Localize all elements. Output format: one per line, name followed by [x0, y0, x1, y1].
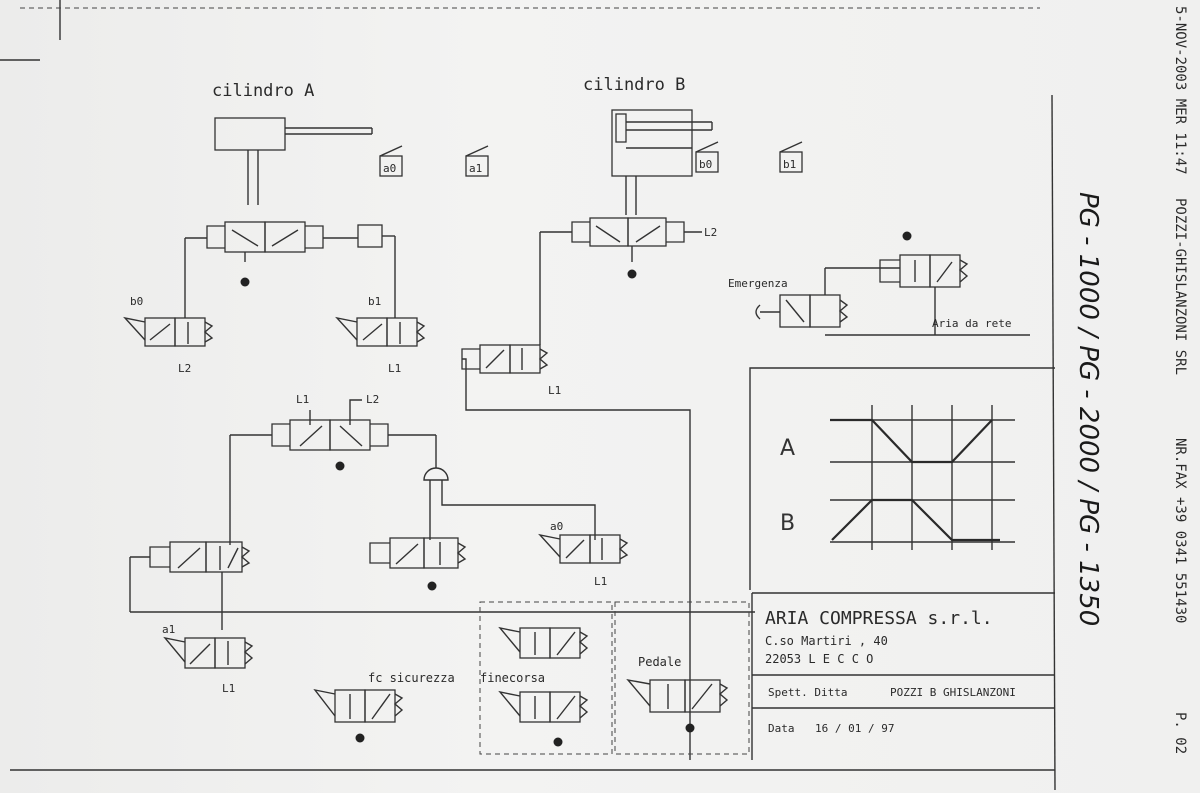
svg-text:L2: L2 [704, 226, 717, 239]
main-valve-b: L2 [539, 217, 717, 345]
svg-text:a0: a0 [550, 520, 563, 533]
client-name: POZZI B GHISLANZONI [890, 686, 1016, 699]
svg-text:Emergenza: Emergenza [728, 277, 788, 290]
fax-page-number: P. 02 [1172, 712, 1188, 754]
svg-text:a1: a1 [469, 162, 482, 175]
valve-b1: b1 L1 [335, 295, 426, 375]
svg-text:Pedale: Pedale [638, 655, 681, 669]
limit-switch-a0: a0 [379, 145, 403, 177]
svg-text:L1: L1 [222, 682, 235, 695]
timing-trace-a [830, 418, 993, 464]
svg-text:finecorsa: finecorsa [480, 671, 545, 685]
fax-date-time: 5-NOV-2003 MER 11:47 [1172, 6, 1188, 175]
memory-valve: L1 L2 [229, 393, 596, 545]
svg-text:L1: L1 [296, 393, 309, 406]
valve-a1: a1 L1 [162, 623, 254, 695]
drawing-border [0, 0, 1056, 791]
company-city: 22053 L E C C O [765, 652, 873, 666]
svg-text:L2: L2 [178, 362, 191, 375]
valve-l1-middle [369, 537, 467, 591]
emergency-circuit: Emergenza Aria da rete [728, 231, 1030, 336]
timing-diagram: A B [749, 367, 1055, 590]
svg-text:fc sicurezza: fc sicurezza [368, 671, 455, 685]
svg-text:b1: b1 [368, 295, 381, 308]
limit-switch-b1: b1 [779, 141, 803, 173]
title-block: ARIA COMPRESSA s.r.l. C.so Martiri , 40 … [751, 592, 1055, 760]
cylinder-a-title: cilindro A [212, 81, 314, 101]
main-valve-a [184, 221, 396, 318]
valve-a0: a0 L1 [538, 520, 629, 588]
handwritten-model-note: PG - 1000 / PG - 2000 / PG - 1350 [1073, 192, 1103, 626]
timing-trace-b [831, 498, 1000, 542]
valve-b0: b0 L2 [123, 295, 214, 375]
timing-row-a-label: A [780, 436, 795, 461]
svg-text:a1: a1 [162, 623, 175, 636]
cylinder-a: cilindro A [212, 81, 373, 205]
limit-switch-b0: b0 [695, 141, 719, 173]
svg-text:b0: b0 [130, 295, 143, 308]
svg-text:Aria da rete: Aria da rete [932, 317, 1011, 330]
timing-row-b-label: B [780, 511, 795, 536]
limit-switch-a1: a1 [465, 145, 489, 177]
svg-text:a0: a0 [383, 162, 396, 175]
svg-text:L1: L1 [548, 384, 561, 397]
svg-text:L1: L1 [388, 362, 401, 375]
supply-manifold [130, 572, 755, 630]
date-label: Data [768, 722, 795, 735]
drawing-date: 16 / 01 / 97 [815, 722, 894, 735]
svg-text:L2: L2 [366, 393, 379, 406]
cylinder-b-title: cilindro B [583, 75, 685, 95]
svg-text:L1: L1 [594, 575, 607, 588]
valve-l1-center: L1 [461, 344, 691, 760]
fax-sender: POZZI-GHISLANZONI SRL [1172, 198, 1188, 375]
pedal-valve: Pedale [626, 655, 729, 733]
svg-text:b1: b1 [783, 158, 796, 171]
safety-group: fc sicurezza finecorsa [313, 601, 750, 755]
client-label: Spett. Ditta [768, 686, 847, 699]
fax-number: NR.FAX +39 0341 551430 [1172, 438, 1188, 623]
company-name: ARIA COMPRESSA s.r.l. [765, 608, 993, 629]
svg-text:b0: b0 [699, 158, 712, 171]
fax-header: 5-NOV-2003 MER 11:47 POZZI-GHISLANZONI S… [1172, 6, 1188, 754]
cylinder-b: cilindro B [583, 75, 713, 215]
valve-start-left [129, 541, 251, 612]
company-address: C.so Martiri , 40 [765, 634, 888, 648]
